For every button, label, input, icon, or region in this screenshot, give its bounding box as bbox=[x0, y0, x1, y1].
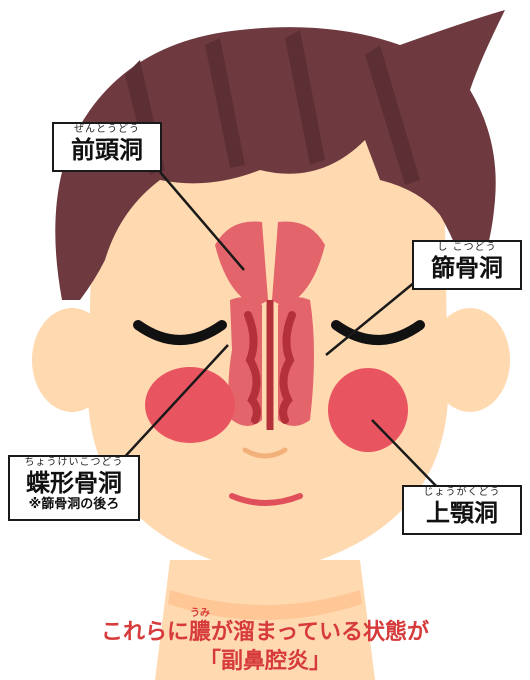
ethmoid-sinus-name: 篩骨洞 bbox=[414, 254, 520, 282]
frontal-sinus-label: ぜんとうどう 前頭洞 bbox=[52, 122, 162, 172]
ethmoid-sinus-reading: し こつどう bbox=[414, 242, 520, 254]
caption-suffix: が溜まっている状態が bbox=[211, 620, 429, 645]
sphenoid-sinus-name: 蝶形骨洞 bbox=[10, 469, 138, 497]
sphenoid-sinus-reading: ちょうけいこつどう bbox=[10, 457, 138, 469]
ethmoid-sinus bbox=[229, 297, 315, 430]
sphenoid-sinus-note: ※篩骨洞の後ろ bbox=[10, 497, 138, 513]
maxillary-sinus-name: 上顎洞 bbox=[404, 499, 520, 527]
maxillary-sinus-label: じょうがくどう 上顎洞 bbox=[402, 485, 522, 535]
caption-line2: 「副鼻腔炎」 bbox=[0, 648, 530, 676]
ethmoid-sinus-label: し こつどう 篩骨洞 bbox=[412, 240, 522, 290]
caption-line1: これらにうみ膿が溜まっている状態が bbox=[0, 620, 530, 646]
pus-word: うみ膿 bbox=[189, 620, 211, 645]
frontal-sinus-name: 前頭洞 bbox=[54, 136, 160, 164]
pus-reading: うみ bbox=[189, 608, 211, 620]
right-maxillary-sinus bbox=[328, 368, 408, 452]
maxillary-sinus-reading: じょうがくどう bbox=[404, 487, 520, 499]
frontal-sinus-reading: ぜんとうどう bbox=[54, 124, 160, 136]
left-maxillary-sinus bbox=[145, 367, 235, 443]
sphenoid-sinus-label: ちょうけいこつどう 蝶形骨洞 ※篩骨洞の後ろ bbox=[8, 455, 140, 521]
pus-kanji: 膿 bbox=[189, 620, 211, 645]
caption-prefix: これらに bbox=[101, 620, 189, 645]
